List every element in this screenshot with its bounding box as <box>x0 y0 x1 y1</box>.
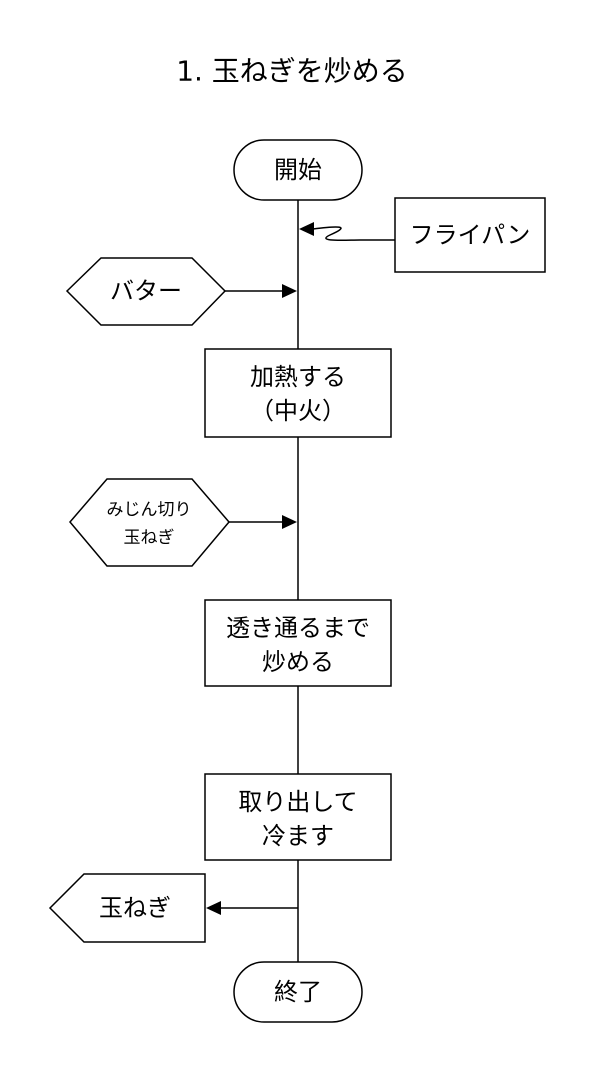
diagram-title: 1. 玉ねぎを炒める <box>176 55 408 88</box>
saute-label-line2: 炒める <box>262 648 334 676</box>
frying-pan-arrow-head <box>299 222 314 236</box>
saute-label-line1: 透き通るまで <box>226 614 370 642</box>
heat-label-line1: 加熱する <box>250 363 346 391</box>
chopped-onion-input: みじん切り 玉ねぎ <box>69 478 230 567</box>
heat-label-line2: （中火） <box>250 397 346 425</box>
butter-label: バター <box>110 277 182 305</box>
butter-arrow-head <box>282 284 297 298</box>
onion-output: 玉ねぎ <box>48 873 206 943</box>
frying-pan-box: フライパン <box>394 197 546 273</box>
cool-label-line1: 取り出して <box>238 788 357 816</box>
heat-process-box: 加熱する （中火） <box>204 348 392 438</box>
butter-input: バター <box>65 257 227 326</box>
cool-label-line2: 冷ます <box>262 822 334 850</box>
chopped-onion-arrow-head <box>282 515 297 529</box>
end-terminal: 終了 <box>233 961 363 1023</box>
frying-pan-label: フライパン <box>410 221 531 249</box>
saute-process-box: 透き通るまで 炒める <box>204 599 392 687</box>
frying-pan-connector <box>312 226 395 242</box>
end-label: 終了 <box>274 978 322 1006</box>
cool-process-box: 取り出して 冷ます <box>204 773 392 861</box>
start-label: 開始 <box>274 156 322 184</box>
chopped-onion-label-line1: みじん切り <box>107 500 192 520</box>
onion-output-label: 玉ねぎ <box>99 894 171 922</box>
start-terminal: 開始 <box>233 139 363 201</box>
onion-output-arrow-head <box>206 901 221 915</box>
chopped-onion-label-line2: 玉ねぎ <box>124 528 175 548</box>
